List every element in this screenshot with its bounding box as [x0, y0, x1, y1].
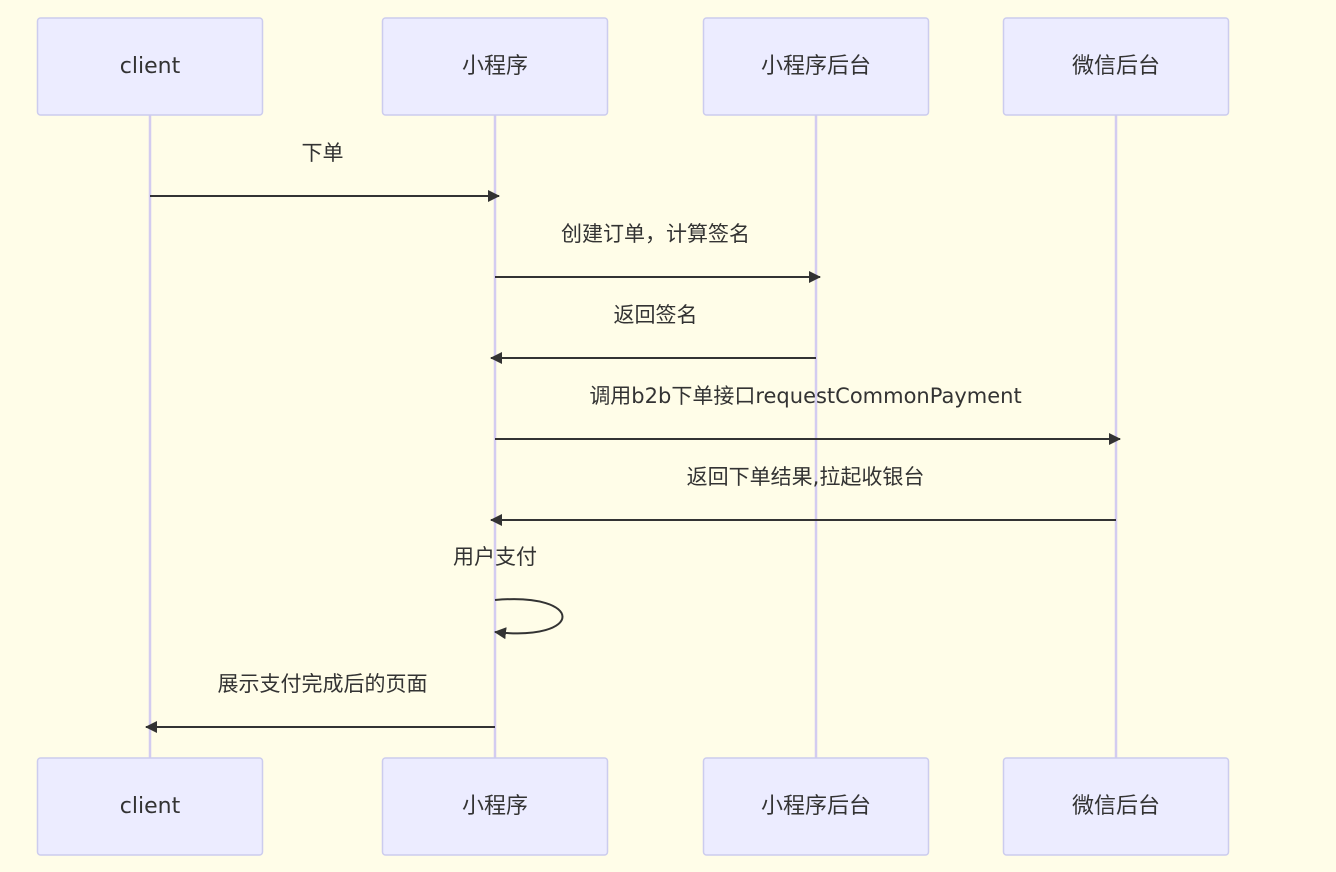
actor-box: [381, 17, 609, 116]
actor-label: 小程序: [462, 54, 528, 79]
actor-label: client: [120, 794, 181, 819]
actor-label: 小程序后台: [761, 54, 871, 79]
actor-box: [36, 757, 264, 856]
actor-box: [381, 757, 609, 856]
message-1: 下单: [150, 141, 500, 202]
actor-client-top: client: [36, 17, 264, 116]
message-4: 调用b2b下单接口requestCommonPayment: [495, 384, 1121, 445]
message-label: 返回签名: [614, 303, 698, 327]
actors-top-row: client 小程序 小程序后台 微信后台: [36, 17, 1230, 116]
actor-box: [702, 17, 930, 116]
actor-box: [1002, 17, 1230, 116]
message-5: 返回下单结果,拉起收银台: [490, 465, 1116, 526]
actor-label: 微信后台: [1072, 54, 1160, 79]
actor-wx_backend-top: 微信后台: [1002, 17, 1230, 116]
message-label: 调用b2b下单接口requestCommonPayment: [589, 384, 1021, 408]
actor-miniprogram-top: 小程序: [381, 17, 609, 116]
actor-label: 小程序: [462, 794, 528, 819]
actor-box: [36, 17, 264, 116]
message-label: 用户支付: [453, 545, 537, 569]
actor-box: [702, 757, 930, 856]
message-6: 用户支付: [453, 545, 564, 640]
actor-label: 微信后台: [1072, 794, 1160, 819]
actor-mp_backend-bottom: 小程序后台: [702, 757, 930, 856]
message-7: 展示支付完成后的页面: [145, 672, 495, 733]
actors-bottom-row: client 小程序 小程序后台 微信后台: [36, 757, 1230, 856]
message-label: 展示支付完成后的页面: [218, 672, 428, 696]
message-label: 下单: [302, 141, 344, 165]
message-3: 返回签名: [490, 303, 816, 364]
actor-wx_backend-bottom: 微信后台: [1002, 757, 1230, 856]
actor-miniprogram-bottom: 小程序: [381, 757, 609, 856]
actor-label: 小程序后台: [761, 794, 871, 819]
actor-client-bottom: client: [36, 757, 264, 856]
message-2: 创建订单，计算签名: [495, 222, 821, 283]
actor-label: client: [120, 54, 181, 79]
message-label: 返回下单结果,拉起收银台: [687, 465, 925, 489]
messages: 下单创建订单，计算签名返回签名调用b2b下单接口requestCommonPay…: [145, 141, 1121, 733]
self-message-arrow: [494, 598, 564, 640]
actor-box: [1002, 757, 1230, 856]
message-label: 创建订单，计算签名: [561, 222, 750, 246]
actor-mp_backend-top: 小程序后台: [702, 17, 930, 116]
